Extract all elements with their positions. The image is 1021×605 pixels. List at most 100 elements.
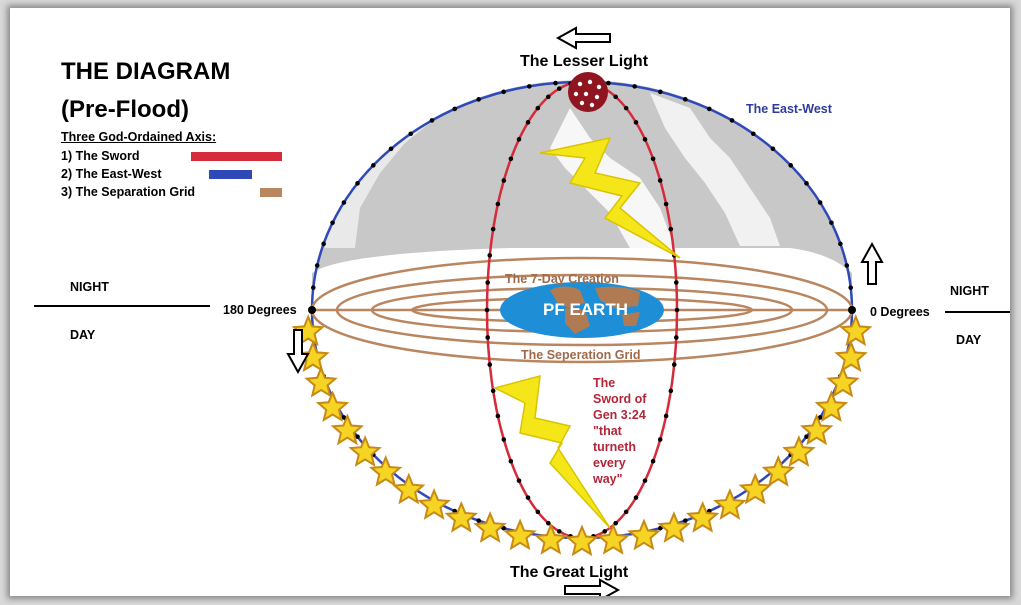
marker-dot bbox=[623, 105, 629, 111]
degrees-0-label: 0 Degrees bbox=[870, 305, 930, 319]
star-icon bbox=[392, 472, 426, 505]
marker-dot bbox=[844, 263, 850, 268]
legend-swatch bbox=[260, 188, 282, 197]
marker-dot bbox=[829, 220, 834, 226]
marker-dot bbox=[476, 518, 481, 523]
legend-swatch bbox=[209, 170, 252, 179]
star-icon bbox=[839, 314, 873, 347]
star-icon bbox=[713, 488, 747, 520]
diagram-subtitle: (Pre-Flood) bbox=[61, 96, 189, 123]
marker-dot bbox=[706, 106, 712, 112]
marker-dot bbox=[817, 200, 823, 205]
arrow-right-icon bbox=[564, 578, 621, 596]
marker-dot bbox=[341, 200, 347, 205]
marker-dot bbox=[527, 84, 532, 89]
night-label-right: NIGHT bbox=[950, 284, 989, 298]
star-icon bbox=[368, 454, 403, 487]
marker-dot bbox=[633, 120, 639, 125]
marker-dot bbox=[613, 94, 618, 100]
marker-dot bbox=[788, 163, 794, 168]
marker-dot bbox=[429, 118, 435, 123]
earth-label: PF EARTH bbox=[543, 300, 628, 319]
marker-dot bbox=[657, 437, 663, 442]
legend-item-label: 1) The Sword bbox=[61, 149, 140, 163]
separation-grid-label: The Seperation Grid bbox=[521, 348, 641, 362]
marker-dot bbox=[516, 478, 522, 483]
lightning-bolt-icon bbox=[539, 136, 681, 259]
marker-dot bbox=[663, 413, 669, 419]
marker-dot bbox=[838, 241, 843, 247]
marker-dot bbox=[314, 263, 320, 268]
star-icon bbox=[627, 518, 661, 551]
earth-icon bbox=[500, 282, 664, 338]
night-label-left: NIGHT bbox=[70, 280, 109, 294]
legend-heading: Three God-Ordained Axis: bbox=[61, 130, 217, 144]
marker-dot bbox=[642, 478, 648, 483]
diagram-title: THE DIAGRAM bbox=[61, 58, 231, 85]
marker-dot bbox=[370, 163, 376, 168]
star-icon bbox=[534, 522, 568, 555]
sword-caption-line: way" bbox=[593, 472, 623, 486]
marker-dot bbox=[321, 241, 326, 247]
marker-dot bbox=[495, 201, 501, 207]
marker-dot bbox=[501, 437, 507, 442]
star-icon bbox=[657, 511, 691, 543]
marker-dot bbox=[508, 458, 514, 464]
marker-dot bbox=[546, 520, 551, 526]
dome-highlight-left bbox=[325, 98, 430, 248]
marker-dot bbox=[485, 335, 490, 340]
day-label-left: DAY bbox=[70, 328, 96, 342]
sword-caption-line: turneth bbox=[593, 440, 637, 454]
west-point bbox=[308, 306, 316, 314]
star-icon bbox=[685, 500, 720, 533]
sword-caption: The Sword of Gen 3:24 "that turneth ever… bbox=[593, 375, 646, 487]
marker-dot bbox=[495, 413, 501, 419]
sword-caption-line: Gen 3:24 bbox=[593, 408, 646, 422]
marker-dot bbox=[658, 89, 663, 95]
marker-dot bbox=[490, 226, 496, 232]
marker-dot bbox=[668, 226, 674, 232]
star-icon bbox=[503, 518, 537, 551]
upper-dome-sky bbox=[312, 80, 852, 310]
degrees-180-label: 180 Degrees bbox=[223, 303, 297, 317]
marker-dot bbox=[355, 434, 360, 439]
marker-dot bbox=[487, 253, 493, 258]
creation-label: The 7-Day Creation bbox=[505, 272, 619, 286]
marker-dot bbox=[663, 201, 669, 207]
legend-item-label: 3) The Separation Grid bbox=[61, 185, 196, 199]
marker-dot bbox=[658, 525, 663, 531]
sword-caption-line: The bbox=[593, 376, 616, 390]
marker-dot bbox=[388, 146, 394, 152]
marker-dot bbox=[674, 307, 680, 313]
day-label-right: DAY bbox=[956, 333, 982, 347]
marker-dot bbox=[476, 97, 481, 102]
star-band bbox=[291, 314, 873, 557]
marker-dot bbox=[484, 307, 490, 313]
sword-caption-line: "that bbox=[593, 424, 622, 438]
marker-dot bbox=[490, 388, 496, 394]
marker-dot bbox=[355, 181, 360, 186]
star-icon bbox=[304, 365, 338, 398]
marker-dot bbox=[602, 529, 608, 534]
marker-dot bbox=[516, 137, 522, 142]
star-icon bbox=[444, 500, 479, 533]
marker-dot bbox=[633, 495, 639, 500]
star-icon bbox=[315, 390, 350, 423]
marker-dot bbox=[341, 415, 347, 420]
marker-dot bbox=[501, 525, 506, 531]
marker-dot bbox=[657, 178, 663, 183]
star-icon bbox=[473, 511, 507, 543]
arrow-down-icon bbox=[286, 329, 310, 375]
star-icon bbox=[799, 413, 834, 446]
lightning-bolt-icon bbox=[492, 374, 611, 529]
east-west-label: The East-West bbox=[746, 102, 832, 116]
star-icon bbox=[565, 524, 599, 557]
star-icon bbox=[782, 435, 816, 467]
marker-dot bbox=[683, 518, 688, 523]
marker-dot bbox=[556, 86, 562, 91]
star-icon bbox=[330, 413, 365, 446]
star-icon bbox=[814, 390, 849, 423]
great-light-label: The Great Light bbox=[510, 564, 629, 581]
star-icon bbox=[596, 522, 630, 555]
star-icon bbox=[834, 340, 868, 373]
